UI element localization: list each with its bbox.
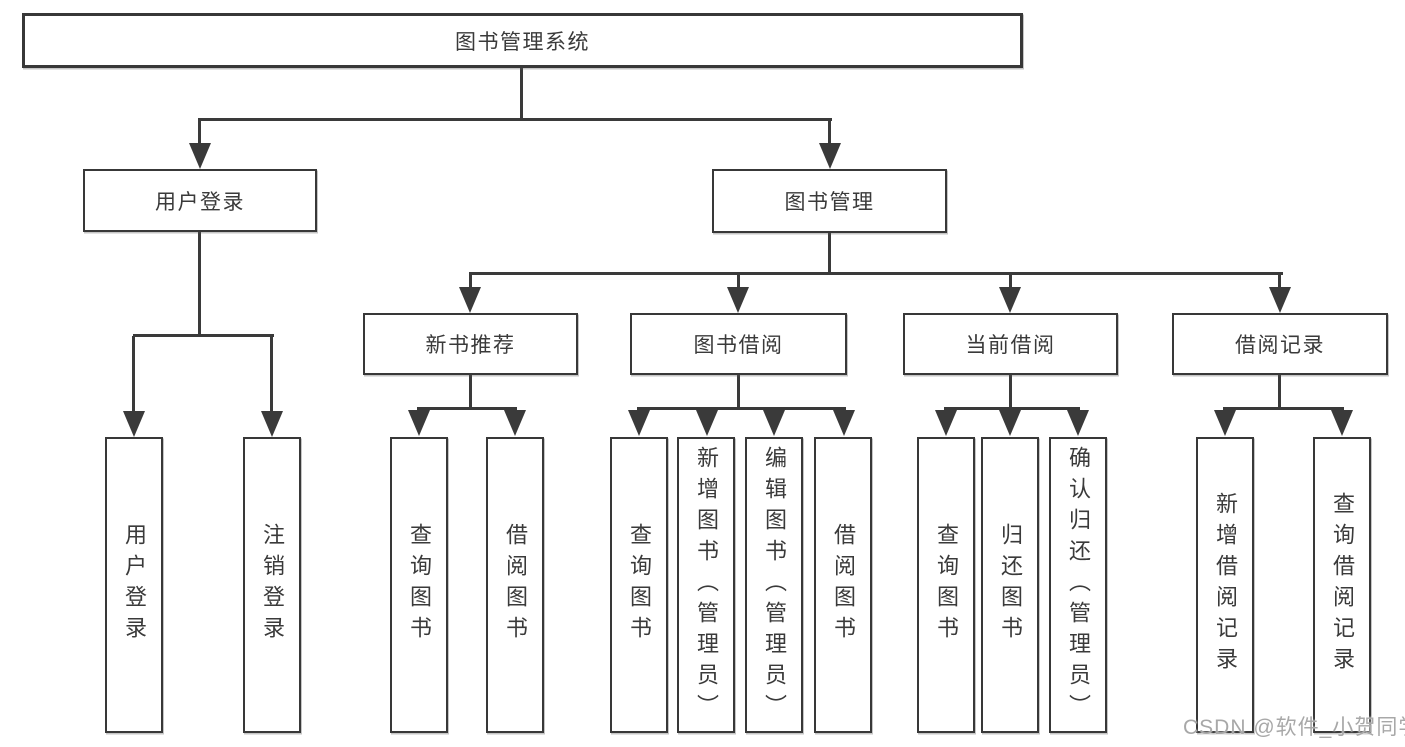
connector-line <box>737 373 740 409</box>
node-user-login: 用户登录 <box>83 169 317 232</box>
arrow-down-icon <box>123 411 145 437</box>
node-leaf-borrowing-edit-label: 编辑图书（管理员） <box>762 445 787 725</box>
arrow-down-icon <box>1269 287 1291 313</box>
node-leaf-newbooks-query-label: 查询图书 <box>407 523 432 647</box>
node-leaf-borrowing-add-label: 新增图书（管理员） <box>694 445 719 725</box>
node-leaf-borrowing-query-label: 查询图书 <box>627 523 652 647</box>
connector-line <box>270 336 273 414</box>
node-book-management-label: 图书管理 <box>784 191 875 214</box>
connector-line <box>1009 274 1012 290</box>
watermark: CSDN @软件_小贺同学 <box>1183 716 1405 739</box>
node-leaf-borrowing-add: 新增图书（管理员） <box>677 437 735 733</box>
arrow-down-icon <box>1331 410 1353 436</box>
connector-line <box>944 407 1080 410</box>
node-leaf-logout-label: 注销登录 <box>260 523 285 647</box>
connector-line <box>1278 373 1281 409</box>
node-leaf-current-return-label: 归还图书 <box>998 523 1023 647</box>
node-leaf-newbooks-query: 查询图书 <box>390 437 448 733</box>
connector-line <box>637 407 846 410</box>
node-borrowing-records: 借阅记录 <box>1172 313 1388 375</box>
node-book-borrowing: 图书借阅 <box>630 313 847 375</box>
connector-line <box>198 231 201 336</box>
node-current-borrowing-label: 当前借阅 <box>965 334 1056 357</box>
connector-line <box>520 68 523 121</box>
node-leaf-borrowing-edit: 编辑图书（管理员） <box>745 437 803 733</box>
arrow-down-icon <box>189 143 211 169</box>
connector-line <box>1278 274 1281 290</box>
arrow-down-icon <box>935 410 957 436</box>
node-leaf-current-query-label: 查询图书 <box>934 523 959 647</box>
connector-line <box>828 118 831 148</box>
connector-line <box>132 336 135 414</box>
arrow-down-icon <box>727 287 749 313</box>
node-root-label: 图书管理系统 <box>455 30 590 54</box>
node-leaf-current-query: 查询图书 <box>917 437 975 733</box>
node-leaf-borrowing-borrow-label: 借阅图书 <box>831 523 856 647</box>
connector-line <box>737 274 740 290</box>
arrow-down-icon <box>696 410 718 436</box>
node-leaf-newbooks-borrow: 借阅图书 <box>486 437 544 733</box>
node-leaf-user-login-label: 用户登录 <box>122 523 147 647</box>
arrow-down-icon <box>459 287 481 313</box>
node-current-borrowing: 当前借阅 <box>903 313 1118 375</box>
node-leaf-borrowing-query: 查询图书 <box>610 437 668 733</box>
node-leaf-borrowing-borrow: 借阅图书 <box>814 437 872 733</box>
connector-line <box>199 118 832 121</box>
arrow-down-icon <box>999 287 1021 313</box>
node-book-management: 图书管理 <box>712 169 947 233</box>
arrow-down-icon <box>1067 410 1089 436</box>
node-leaf-newbooks-borrow-label: 借阅图书 <box>503 523 528 647</box>
node-leaf-records-query-label: 查询借阅记录 <box>1330 492 1355 678</box>
node-leaf-current-confirm-return-label: 确认归还（管理员） <box>1066 445 1091 725</box>
connector-line <box>1223 407 1344 410</box>
node-new-book-recommend-label: 新书推荐 <box>425 334 516 357</box>
node-leaf-records-add: 新增借阅记录 <box>1196 437 1254 733</box>
arrow-down-icon <box>999 410 1021 436</box>
node-root: 图书管理系统 <box>22 13 1023 68</box>
connector-line <box>469 373 472 409</box>
node-borrowing-records-label: 借阅记录 <box>1235 334 1325 357</box>
connector-line <box>133 334 274 337</box>
arrow-down-icon <box>833 410 855 436</box>
node-leaf-records-add-label: 新增借阅记录 <box>1213 492 1238 678</box>
connector-line <box>469 272 1283 275</box>
node-new-book-recommend: 新书推荐 <box>363 313 578 375</box>
arrow-down-icon <box>1214 410 1236 436</box>
arrow-down-icon <box>763 410 785 436</box>
arrow-down-icon <box>628 410 650 436</box>
node-book-borrowing-label: 图书借阅 <box>693 334 784 357</box>
node-leaf-user-login: 用户登录 <box>105 437 163 733</box>
connector-line <box>828 232 831 275</box>
arrow-down-icon <box>504 410 526 436</box>
connector-line <box>198 118 201 148</box>
node-leaf-current-confirm-return: 确认归还（管理员） <box>1049 437 1107 733</box>
node-leaf-logout: 注销登录 <box>243 437 301 733</box>
node-user-login-label: 用户登录 <box>155 190 245 214</box>
arrow-down-icon <box>819 143 841 169</box>
connector-line <box>417 407 517 410</box>
node-leaf-records-query: 查询借阅记录 <box>1313 437 1371 733</box>
arrow-down-icon <box>261 411 283 437</box>
connector-line <box>1009 373 1012 409</box>
node-leaf-current-return: 归还图书 <box>981 437 1039 733</box>
arrow-down-icon <box>408 410 430 436</box>
connector-line <box>469 274 472 290</box>
